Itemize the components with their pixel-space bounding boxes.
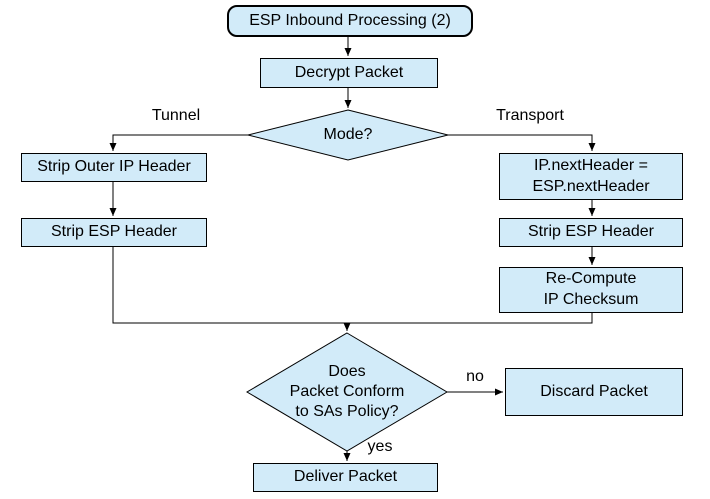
node-discard-packet: Discard Packet bbox=[505, 368, 683, 416]
node-recompute-ip-checksum: Re-Compute IP Checksum bbox=[499, 267, 683, 313]
edge-merge-line bbox=[112, 247, 593, 324]
edge-label-tunnel: Tunnel bbox=[151, 107, 201, 124]
edge-label-transport: Transport bbox=[496, 107, 564, 124]
edge-mode-tunnel bbox=[109, 134, 248, 151]
mode-decision-shape bbox=[247, 109, 449, 161]
node-deliver-packet: Deliver Packet bbox=[253, 463, 438, 492]
edge-label-no: no bbox=[466, 368, 484, 385]
node-strip-esp-header-transport: Strip ESP Header bbox=[499, 218, 683, 247]
node-strip-outer-ip-header: Strip Outer IP Header bbox=[21, 153, 207, 182]
node-ip-nextheader-assign: IP.nextHeader = ESP.nextHeader bbox=[499, 153, 683, 200]
node-esp-inbound-processing: ESP Inbound Processing (2) bbox=[227, 5, 473, 37]
node-decrypt-packet: Decrypt Packet bbox=[260, 58, 438, 88]
policy-decision-shape bbox=[246, 332, 448, 452]
edge-label-yes: yes bbox=[367, 438, 393, 455]
edge-mode-transport bbox=[448, 134, 596, 151]
node-strip-esp-header-tunnel: Strip ESP Header bbox=[21, 218, 207, 247]
